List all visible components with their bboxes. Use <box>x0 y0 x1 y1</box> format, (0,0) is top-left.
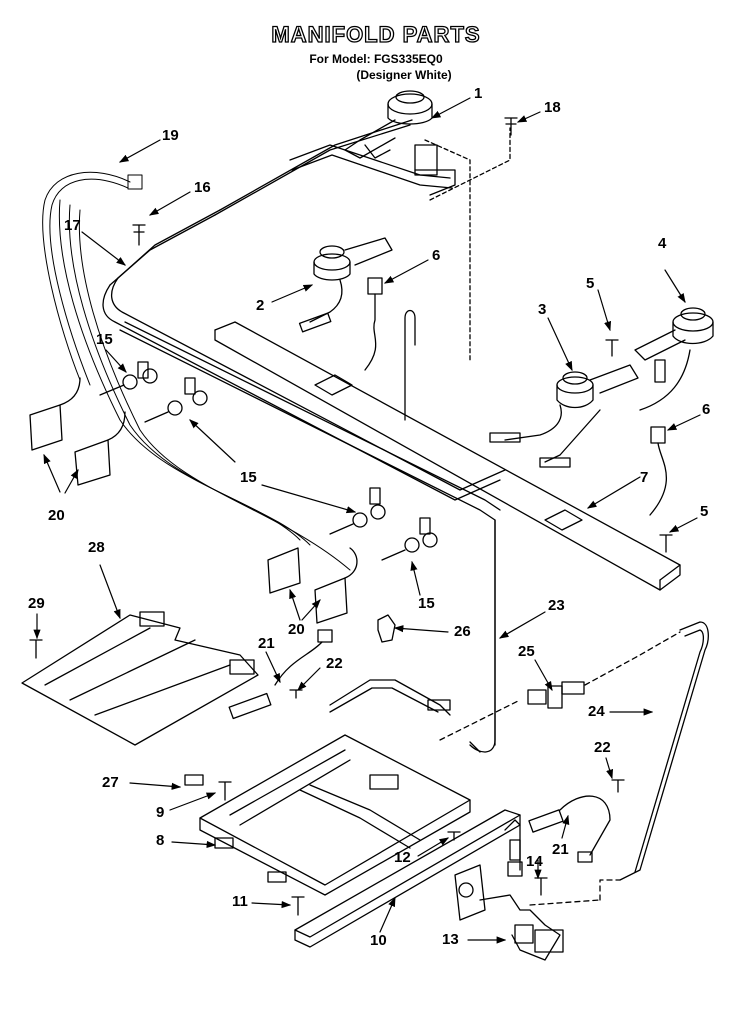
callout-22-right: 22 <box>594 739 611 756</box>
oven-burner <box>294 809 521 948</box>
oven-burner-tray <box>184 734 471 896</box>
wire-harness <box>42 171 351 571</box>
page-title: MANIFOLD PARTS <box>271 21 481 47</box>
burner-2 <box>298 237 393 333</box>
valve-15b <box>144 377 208 423</box>
callout-26: 26 <box>454 623 471 640</box>
callout-14: 14 <box>526 853 543 870</box>
callout-25: 25 <box>518 643 535 660</box>
callout-20-left: 20 <box>48 507 65 524</box>
burner-4 <box>634 307 714 411</box>
callout-17: 17 <box>64 217 81 234</box>
callout-15-right: 15 <box>418 595 435 612</box>
callout-2: 2 <box>256 297 265 314</box>
switch-bracket-20b <box>74 411 126 486</box>
callout-20-mid: 20 <box>288 621 305 638</box>
callout-10: 10 <box>370 932 387 949</box>
callout-13: 13 <box>442 931 459 948</box>
callout-18: 18 <box>544 99 561 116</box>
callout-5-right: 5 <box>700 503 709 520</box>
callout-15-left: 15 <box>96 331 113 348</box>
safety-valve <box>454 819 564 961</box>
burner-1 <box>344 90 438 176</box>
valve-15c <box>329 487 386 535</box>
callout-6-right: 6 <box>702 401 711 418</box>
switch-bracket-20d <box>314 547 358 624</box>
heat-shield <box>21 611 259 746</box>
callout-1: 1 <box>474 85 483 102</box>
dashed-connections <box>439 631 681 906</box>
callout-4: 4 <box>658 235 667 252</box>
igniter-6-top <box>364 277 383 371</box>
callout-22-left: 22 <box>326 655 343 672</box>
gas-line-23 <box>469 519 496 753</box>
callout-19: 19 <box>162 127 179 144</box>
leaders <box>33 97 701 944</box>
model-number: For Model: FGS335EQ0 <box>309 52 443 66</box>
callout-16: 16 <box>194 179 211 196</box>
callout-24: 24 <box>588 703 605 720</box>
wire-21b <box>528 795 611 863</box>
callout-28: 28 <box>88 539 105 556</box>
switch-bracket-20a <box>29 377 81 451</box>
ref-line-1 <box>424 127 511 361</box>
model-finish: (Designer White) <box>356 68 452 82</box>
igniter-6-right <box>649 426 668 516</box>
burner-3 <box>489 364 639 468</box>
switch-bracket-20c <box>267 547 301 594</box>
clip-26 <box>377 614 396 643</box>
oven-tube <box>329 679 451 716</box>
gas-line-24 <box>619 621 709 881</box>
callout-29: 29 <box>28 595 45 612</box>
callout-12: 12 <box>394 849 411 866</box>
callout-7: 7 <box>640 469 649 486</box>
callout-11: 11 <box>232 893 248 910</box>
burner-frame <box>102 119 506 501</box>
callout-21-left: 21 <box>258 635 275 652</box>
callout-9: 9 <box>156 804 165 821</box>
callout-23: 23 <box>548 597 565 614</box>
callout-15-mid: 15 <box>240 469 257 486</box>
callout-3: 3 <box>538 301 547 318</box>
manifold-pipe <box>119 321 501 753</box>
callout-6-top: 6 <box>432 247 441 264</box>
callout-27: 27 <box>102 774 119 791</box>
fitting-25 <box>527 681 585 709</box>
callout-8: 8 <box>156 832 165 849</box>
burner-cross-bar <box>214 321 681 591</box>
callout-5-top: 5 <box>586 275 595 292</box>
valve-15d <box>381 517 438 561</box>
callout-21-right: 21 <box>552 841 569 858</box>
